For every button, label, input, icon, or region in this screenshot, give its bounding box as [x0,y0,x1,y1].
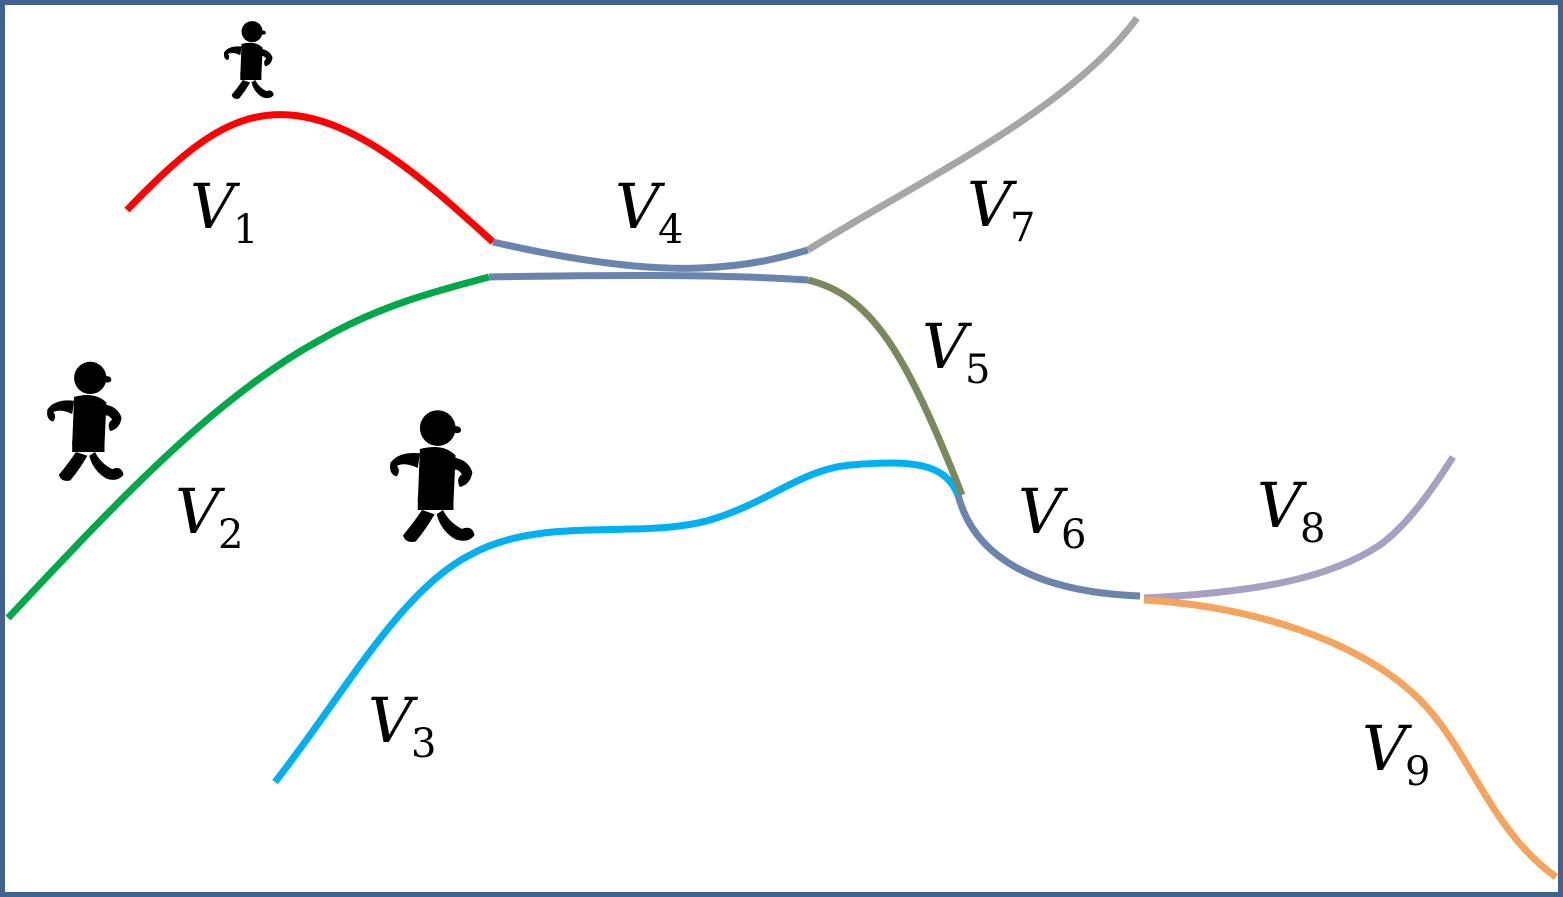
segment-v2 [5,273,490,621]
segment-v1 [124,111,496,245]
label-v4: V 4 [615,170,683,253]
label-v2: V 2 [175,475,243,558]
svg-text:V: V [1257,469,1308,542]
svg-text:V: V [175,475,226,548]
label-v7: V 7 [967,168,1035,251]
svg-text:V: V [1362,712,1413,785]
svg-text:6: 6 [1061,512,1086,558]
segment-v4-upper [492,238,809,272]
walking-person-icon [223,21,274,99]
segment-v4-lower [488,271,809,284]
label-v3: V 3 [368,684,436,767]
walking-person-icon [47,361,124,481]
segment-v8 [1143,455,1456,602]
svg-text:3: 3 [411,721,436,767]
label-v8: V 8 [1257,469,1325,552]
svg-text:5: 5 [965,347,990,393]
svg-text:9: 9 [1405,749,1430,795]
svg-text:V: V [1018,475,1069,548]
svg-text:2: 2 [218,512,243,558]
walking-person-icon [390,410,475,542]
segment-v5 [807,276,966,497]
svg-text:4: 4 [658,207,683,253]
label-v1: V 1 [190,170,258,253]
label-v9: V 9 [1362,712,1430,795]
svg-text:V: V [368,684,419,757]
svg-text:8: 8 [1300,506,1325,552]
svg-text:1: 1 [233,207,258,253]
svg-text:V: V [967,168,1018,241]
segment-v3 [272,459,962,785]
svg-text:V: V [190,170,241,243]
svg-text:7: 7 [1010,205,1035,251]
label-v6: V 6 [1018,475,1086,558]
label-v5: V 5 [922,310,990,393]
svg-text:V: V [922,310,973,383]
segment-v6 [954,494,1141,600]
segment-v9 [1143,596,1559,880]
segment-v7 [806,15,1140,253]
svg-text:V: V [615,170,666,243]
